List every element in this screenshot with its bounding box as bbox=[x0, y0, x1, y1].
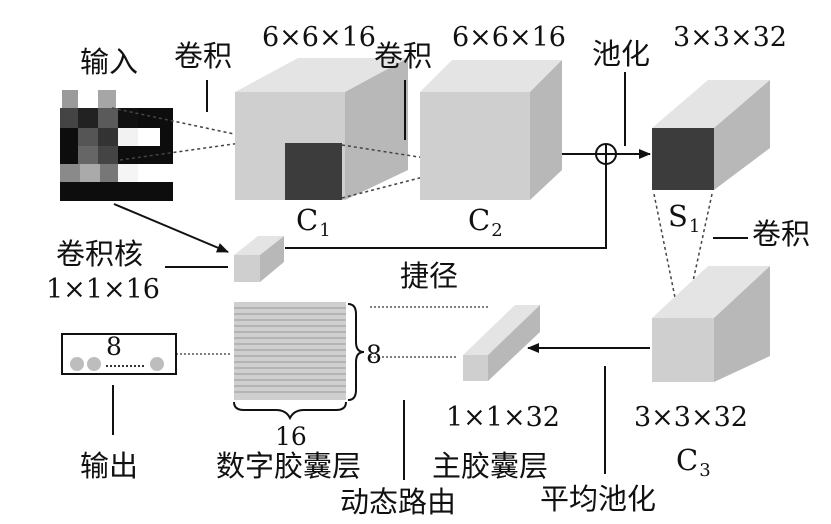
digit-capsule-stack bbox=[234, 302, 346, 400]
curly-brace-icon bbox=[233, 303, 365, 421]
s1-symbol: S1 bbox=[668, 199, 701, 237]
shortcut-label: 捷径 bbox=[400, 259, 459, 293]
kernel-dim-label: 1×1×16 bbox=[46, 274, 160, 305]
kernel-title-label: 卷积核 bbox=[56, 237, 144, 271]
caps-count-label: 8 bbox=[366, 340, 382, 369]
c1-symbol: C1 bbox=[296, 203, 331, 241]
dynamic-routing-links bbox=[176, 306, 488, 358]
c3-symbol: C3 bbox=[676, 443, 711, 481]
c2-block bbox=[420, 60, 562, 200]
digit-capsule-label: 数字胶囊层 bbox=[216, 449, 362, 483]
circle-plus-icon bbox=[595, 143, 617, 165]
conv-label-3: 卷积 bbox=[752, 217, 811, 251]
c1-block bbox=[235, 58, 408, 200]
digit-count-label: 16 bbox=[275, 422, 307, 451]
conv-label-2: 卷积 bbox=[374, 39, 433, 73]
primary-dim-label: 1×1×32 bbox=[446, 402, 560, 433]
output-count-label: 8 bbox=[106, 332, 122, 361]
flow-arrows bbox=[113, 149, 651, 353]
pool-label: 池化 bbox=[592, 37, 651, 71]
conv-label-1: 卷积 bbox=[174, 39, 233, 73]
c2-symbol: C2 bbox=[468, 203, 503, 241]
c1-dim-label: 6×6×16 bbox=[262, 22, 376, 53]
primary-capsule-label: 主胶囊层 bbox=[432, 449, 549, 483]
output-label: 输出 bbox=[80, 449, 139, 483]
output-box bbox=[61, 333, 177, 375]
primary-capsule-block bbox=[463, 305, 540, 381]
c3-block bbox=[652, 266, 770, 382]
c3-dim-label: 3×3×32 bbox=[634, 402, 748, 433]
pointer-lines bbox=[112, 72, 748, 480]
input-label: 输入 bbox=[80, 45, 139, 79]
dynamic-routing-label: 动态路由 bbox=[340, 485, 457, 519]
input-image bbox=[60, 90, 173, 201]
c2-dim-label: 6×6×16 bbox=[452, 22, 566, 53]
avg-pool-label: 平均池化 bbox=[540, 482, 657, 516]
s1-dim-label: 3×3×32 bbox=[673, 22, 787, 53]
kernel-block bbox=[234, 236, 284, 282]
s1-block bbox=[652, 80, 770, 190]
